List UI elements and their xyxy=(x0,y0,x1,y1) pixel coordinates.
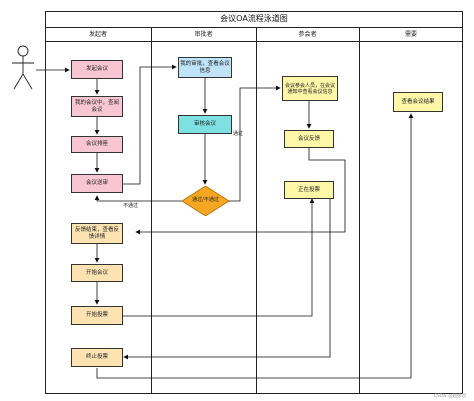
node-attendee-notify: 会议参会人员，在会议通知中查看会议信息 xyxy=(282,76,338,101)
actor-icon xyxy=(12,45,34,90)
node-review-meeting: 审核会议 xyxy=(178,115,232,134)
lane-divider xyxy=(151,28,152,394)
node-initiate-meeting: 发起会议 xyxy=(71,60,123,79)
edge-label-pass: 通过 xyxy=(233,131,244,137)
node-end-voting: 终止投票 xyxy=(71,348,123,367)
watermark: CSDN @超级冠 xyxy=(433,394,466,399)
lane-header-attendee: 参会者 xyxy=(256,28,359,42)
lane-divider xyxy=(359,28,360,394)
decision-label: 通过/不通过 xyxy=(192,197,219,203)
lane-header-result: 需要 xyxy=(359,28,463,42)
node-meeting-seating: 会议排座 xyxy=(71,136,123,153)
diagram-title: 会议OA流程泳道图 xyxy=(45,11,463,28)
edge-start-voting xyxy=(123,198,315,317)
node-meeting-feedback: 会议反馈 xyxy=(284,130,334,148)
node-my-meetings: 我的会议中，查阅会议 xyxy=(71,96,123,117)
edge-voting-end xyxy=(123,190,331,360)
edge-fail xyxy=(94,195,183,202)
node-start-meeting: 开始会议 xyxy=(71,264,123,282)
edge-end-result xyxy=(96,113,414,379)
node-start-voting: 开始投票 xyxy=(71,306,123,325)
edge-submit-review xyxy=(123,64,177,185)
node-voting: 正在投票 xyxy=(284,181,334,199)
node-submit-review: 会议送审 xyxy=(71,174,123,193)
node-review-query: 我的审批，查看会议信息 xyxy=(178,57,232,78)
edge-pass xyxy=(228,85,281,202)
edge-label-fail: 不通过 xyxy=(123,203,139,209)
lane-header-initiator: 发起者 xyxy=(45,28,151,42)
lane-header-approver: 审批者 xyxy=(151,28,256,42)
node-view-result: 查看会议结果 xyxy=(393,92,443,112)
lane-divider xyxy=(256,28,257,394)
node-check-feedback: 反馈结束，查看反馈详情 xyxy=(71,223,123,244)
edge-feedback-check xyxy=(135,148,346,235)
decision-diamond xyxy=(182,186,229,216)
